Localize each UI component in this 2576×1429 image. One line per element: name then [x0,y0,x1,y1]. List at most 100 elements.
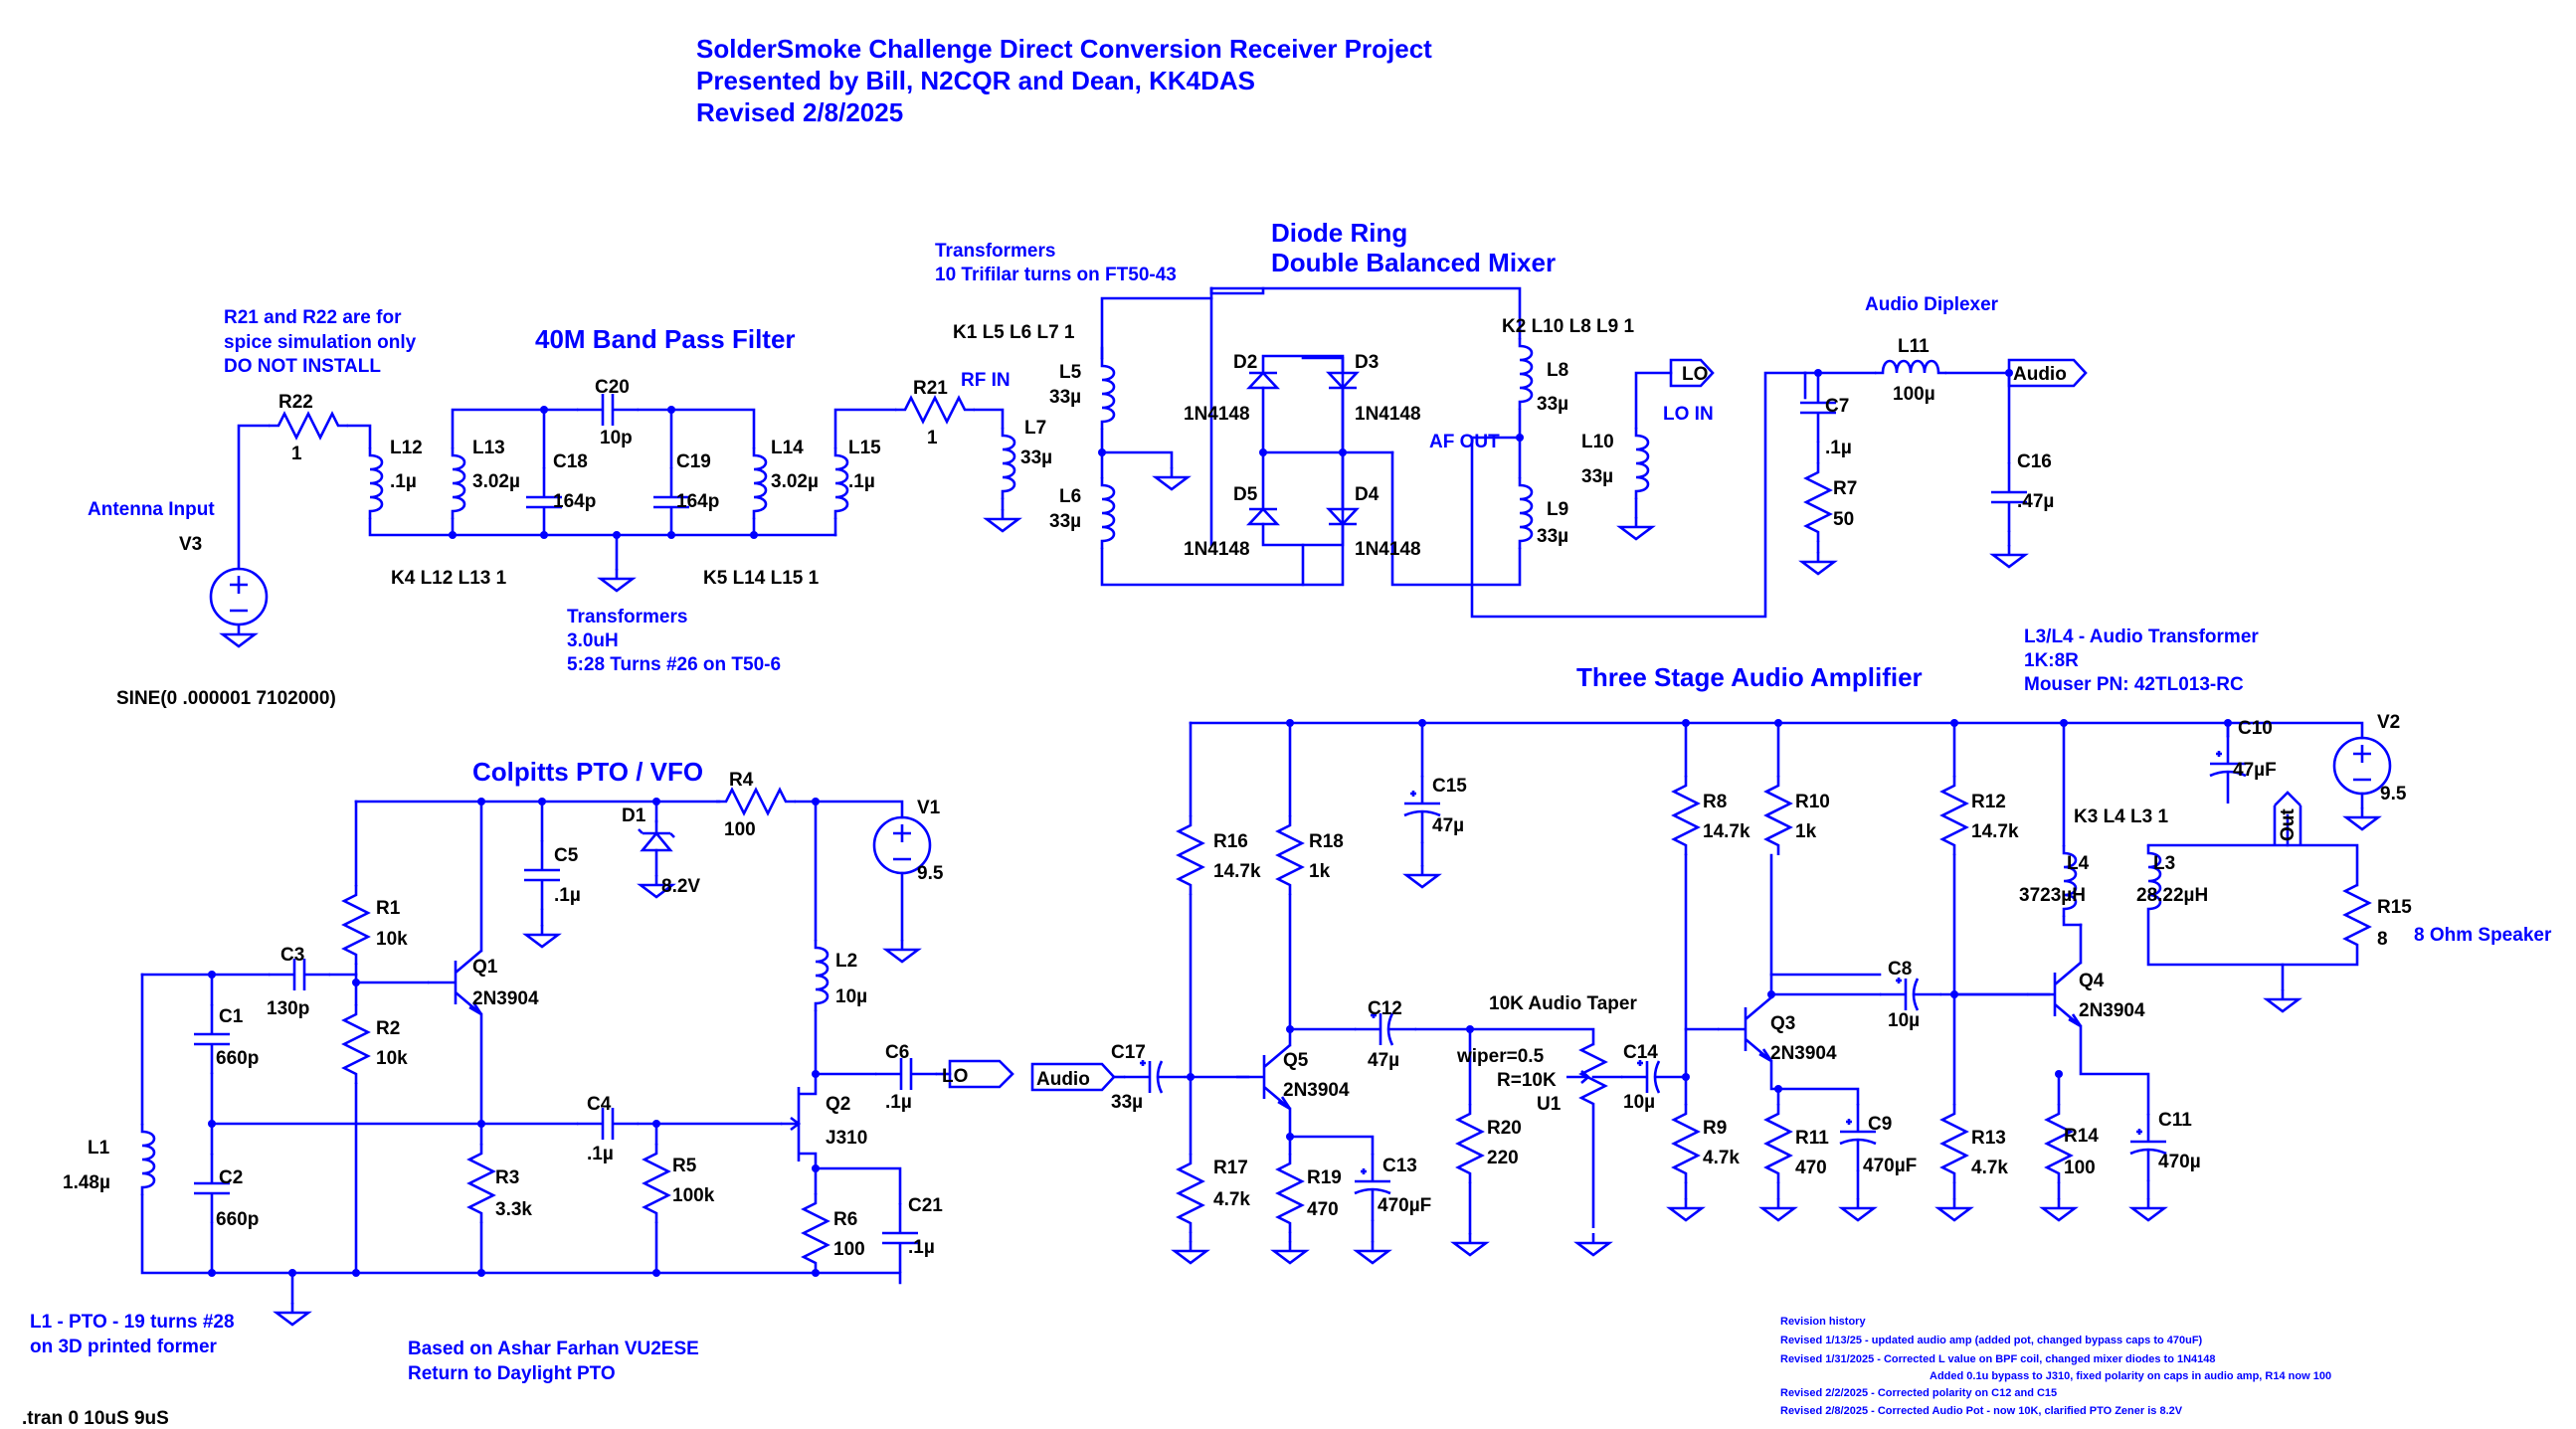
c5-name: C5 [554,845,579,866]
c17-value: 33µ [1111,1092,1143,1113]
based-on-2: Return to Daylight PTO [408,1363,616,1384]
rf-in-label: RF IN [961,370,1011,391]
c7-value: .1µ [1825,438,1852,458]
l3-name: L3 [2153,853,2175,874]
l3-value: 28.22µH [2136,885,2208,906]
r19-value: 470 [1307,1199,1339,1220]
audio-xfmr-note-2: 1K:8R [2024,650,2079,671]
r8-value: 14.7k [1703,821,1750,842]
r9-name: R9 [1703,1118,1727,1139]
l11-value: 100µ [1893,384,1935,405]
r3-value: 3.3k [495,1199,532,1220]
d1-value: 8.2V [661,876,700,897]
l9-name: L9 [1547,499,1568,520]
l5-name: L5 [1059,362,1082,383]
d2-name: D2 [1233,352,1257,373]
audio-net-label-out: Audio [2013,364,2067,385]
c10-name: C10 [2238,718,2273,739]
tran-directive: .tran 0 10uS 9uS [22,1408,169,1429]
l4-value: 3723µH [2019,885,2086,906]
c13-name: C13 [1382,1156,1417,1176]
pto-heading: Colpitts PTO / VFO [472,757,703,787]
c1-name: C1 [219,1006,244,1027]
c11-name: C11 [2158,1110,2192,1131]
title-line-1: SolderSmoke Challenge Direct Conversion … [696,34,1432,64]
c20-value: 10p [600,428,633,448]
c10-value: 47µF [2233,760,2277,781]
c15-name: C15 [1432,776,1467,797]
title-line-3: Revised 2/8/2025 [696,97,903,127]
l8-value: 33µ [1537,394,1568,415]
d3-value: 1N4148 [1355,404,1421,425]
amp-heading: Three Stage Audio Amplifier [1576,662,1923,692]
l14-value: 3.02µ [771,471,819,492]
l9-value: 33µ [1537,526,1568,547]
r19-name: R19 [1307,1167,1342,1188]
c9-name: C9 [1868,1114,1892,1135]
r10-value: 1k [1795,821,1817,842]
r15-value: 8 [2377,929,2388,950]
diode-ring-mixer: Transformers 10 Trifilar turns on FT50-4… [935,218,2088,619]
title-line-2: Presented by Bill, N2CQR and Dean, KK4DA… [696,66,1255,95]
r4-name: R4 [729,770,754,791]
r7-name: R7 [1833,478,1857,499]
r4-value: 100 [724,819,756,840]
r2-value: 10k [376,1048,408,1069]
lo-net-label-pto: LO [942,1066,968,1087]
r5-name: R5 [672,1156,697,1176]
revision-line: Revised 2/2/2025 - Corrected polarity on… [1780,1387,2057,1399]
r17-name: R17 [1213,1158,1248,1178]
l14-name: L14 [771,438,804,458]
r12-name: R12 [1971,792,2006,812]
revision-heading: Revision history [1780,1316,1866,1328]
r7-value: 50 [1833,509,1854,530]
r22-value: 1 [291,444,302,464]
d5-name: D5 [1233,484,1258,505]
q1-name: Q1 [472,957,498,978]
c2-name: C2 [219,1167,243,1188]
pot-wiper: wiper=0.5 [1456,1046,1545,1067]
revision-line: Added 0.1u bypass to J310, fixed polarit… [1930,1370,2331,1382]
q4-value: 2N3904 [2079,1000,2145,1021]
speaker-label: 8 Ohm Speaker [2414,925,2552,946]
pot-resistance: R=10K [1497,1070,1557,1091]
l13-value: 3.02µ [472,471,520,492]
l13-name: L13 [472,438,505,458]
l1-name: L1 [88,1138,110,1159]
q5-value: 2N3904 [1283,1080,1350,1101]
l4-name: L4 [2067,853,2090,874]
v1-name: V1 [917,798,941,818]
r13-value: 4.7k [1971,1158,2008,1178]
r14-value: 100 [2064,1158,2096,1178]
audio-diplexer-label: Audio Diplexer [1865,294,1999,315]
audio-xfmr-note-1: L3/L4 - Audio Transformer [2024,626,2259,647]
revision-line: Revised 2/8/2025 - Corrected Audio Pot -… [1780,1405,2183,1417]
d4-name: D4 [1355,484,1380,505]
r11-name: R11 [1795,1128,1829,1149]
c18-name: C18 [553,451,588,472]
revision-line: Revised 1/13/25 - updated audio amp (add… [1780,1335,2203,1346]
q3-value: 2N3904 [1770,1043,1837,1064]
l1-note-1: L1 - PTO - 19 turns #28 [30,1312,235,1333]
title-block: SolderSmoke Challenge Direct Conversion … [696,34,1432,127]
c4-value: .1µ [587,1144,614,1164]
q4-name: Q4 [2079,971,2105,991]
c20-name: C20 [595,377,630,398]
r13-name: R13 [1971,1128,2006,1149]
r20-value: 220 [1487,1148,1519,1168]
bpf-heading: 40M Band Pass Filter [535,324,796,354]
c19-value: 164p [676,491,719,512]
r22-name: R22 [278,392,313,413]
q2-value: J310 [826,1128,867,1149]
c9-value: 470µF [1863,1156,1917,1176]
c1-value: 660p [216,1048,259,1069]
c19-name: C19 [676,451,711,472]
audio-xfmr-note-3: Mouser PN: 42TL013-RC [2024,674,2244,695]
note-r21-r22-3: DO NOT INSTALL [224,356,381,377]
r6-name: R6 [833,1209,857,1230]
c16-name: C16 [2017,451,2052,472]
bpf-xfmr-note-3: 5:28 Turns #26 on T50-6 [567,654,781,675]
pot-label: 10K Audio Taper [1489,993,1637,1014]
k5-directive: K5 L14 L15 1 [703,568,820,589]
based-on-1: Based on Ashar Farhan VU2ESE [408,1339,699,1359]
